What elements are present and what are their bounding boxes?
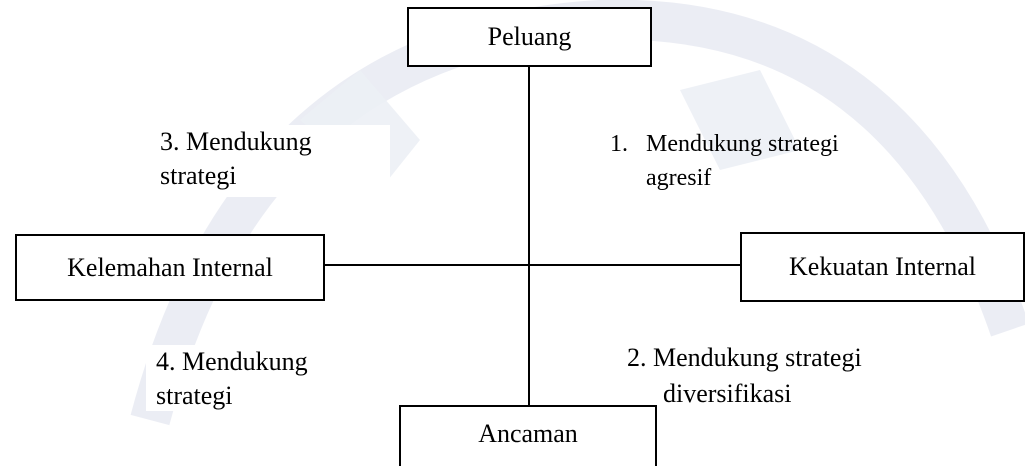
horizontal-axis-line [325,264,741,266]
quadrant-1-text: 1. Mendukung strategi agresif [610,127,940,195]
quadrant-3-line2: strategi [160,161,237,190]
quadrant-1-line1: Mendukung strategi [646,131,839,157]
box-kelemahan-internal-label: Kelemahan Internal [67,252,273,282]
quadrant-2-line2: diversifikasi [663,379,792,408]
quadrant-2-number: 2. [627,343,647,372]
box-kelemahan-internal: Kelemahan Internal [15,234,325,301]
quadrant-4-line2: strategi [156,381,233,410]
quadrant-3-line1: Mendukung [186,127,312,156]
quadrant-2-text: 2. Mendukung strategi diversifikasi [627,340,967,412]
box-kekuatan-internal: Kekuatan Internal [740,232,1025,302]
quadrant-1-line2: agresif [646,165,712,191]
box-ancaman-label: Ancaman [478,419,578,448]
quadrant-4-number: 4. [156,347,176,376]
quadrant-1-number: 1. [610,131,628,157]
quadrant-3-text: 3. Mendukung strategi [150,125,390,197]
box-kekuatan-internal-label: Kekuatan Internal [789,252,976,281]
quadrant-4-line1: Mendukung [182,347,308,376]
vertical-axis-line [528,67,530,405]
box-peluang: Peluang [407,7,652,67]
quadrant-3-number: 3. [160,127,180,156]
quadrant-4-text: 4. Mendukung strategi [146,345,386,411]
box-ancaman: Ancaman [399,405,657,466]
quadrant-2-line1: Mendukung strategi [653,343,862,372]
box-peluang-label: Peluang [487,22,572,51]
